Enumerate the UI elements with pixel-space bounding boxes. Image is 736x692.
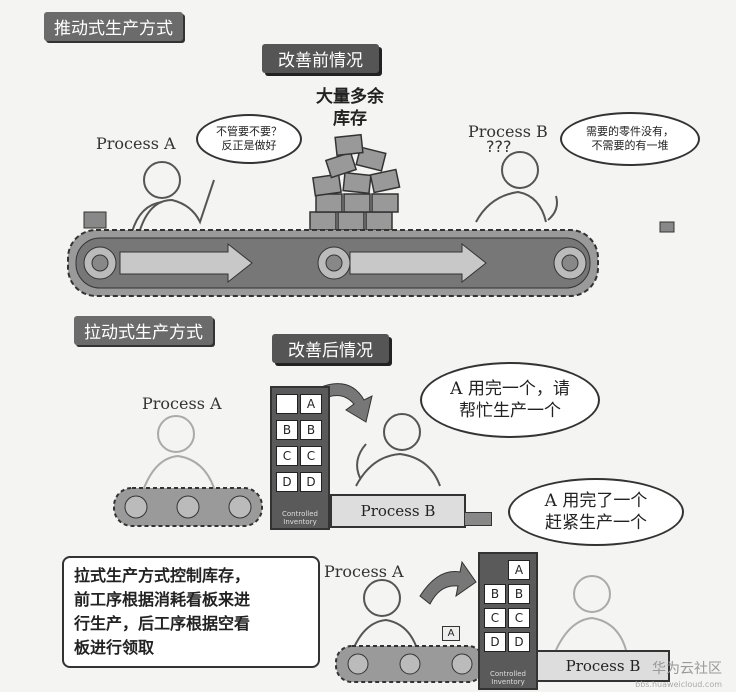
- speech-bubble-request-1: A 用完一个，请帮忙生产一个: [420, 362, 600, 438]
- kanban-caption: Controlled Inventory: [282, 510, 318, 526]
- process-b-label: Process B: [468, 122, 548, 141]
- excess-inventory-label: 大量多余 库存: [300, 86, 400, 130]
- pull-system-note: 拉式生产方式控制库存， 前工序根据消耗看板来进 行生产，后工序根据空看 板进行领…: [62, 556, 320, 668]
- part-a-card: A: [442, 626, 460, 641]
- bubble-line: A 用完了一个: [544, 491, 648, 511]
- speech-bubble-process-b: 需要的零件没有，不需要的有一堆: [560, 112, 700, 166]
- kanban-card: C: [300, 446, 322, 466]
- speech-bubble-request-2: A 用完了一个赶紧生产一个: [508, 478, 684, 546]
- kanban-card: B: [300, 420, 322, 440]
- bubble-line: 反正是做好: [221, 139, 277, 152]
- kanban-card: B: [276, 420, 298, 440]
- note-line: 板进行领取: [74, 638, 155, 657]
- note-line: 拉式生产方式控制库存，: [74, 566, 251, 585]
- push-method-tag: 推动式生产方式: [44, 12, 183, 41]
- pull-arrow-bottom: [419, 560, 477, 605]
- pull-conveyor-top: [113, 487, 263, 527]
- before-improvement-label: 改善前情况: [262, 44, 379, 73]
- confusion-marks: ???: [486, 137, 511, 156]
- note-line: 前工序根据消耗看板来进: [74, 590, 251, 609]
- note-line: 行生产，后工序根据空看: [74, 614, 251, 633]
- bubble-line: 不管要不要？: [216, 125, 282, 138]
- process-a-label-top: Process A: [142, 394, 222, 413]
- kanban-card: C: [508, 608, 530, 628]
- kanban-card-empty: [484, 560, 506, 580]
- process-a-label: Process A: [96, 134, 176, 153]
- bubble-line: 赶紧生产一个: [545, 513, 647, 533]
- kanban-card-empty: [276, 394, 298, 414]
- kanban-board-top: A B B C C D D Controlled Inventory: [270, 386, 330, 530]
- kanban-card: C: [484, 608, 506, 628]
- part-box: [464, 512, 492, 526]
- bubble-line: A 用完一个，请: [450, 379, 570, 399]
- kanban-card: C: [276, 446, 298, 466]
- after-improvement-label: 改善后情况: [272, 334, 389, 363]
- kanban-card: D: [300, 472, 322, 492]
- kanban-card: D: [508, 632, 530, 652]
- worker-b-figure: [475, 151, 558, 223]
- bubble-line: 需要的零件没有，: [586, 125, 674, 138]
- process-b-station-top: Process B: [330, 494, 466, 528]
- speech-bubble-process-a: 不管要不要？反正是做好: [196, 114, 302, 164]
- worker-b-bottom-figure: [555, 575, 627, 651]
- worker-a-bottom-figure: [351, 579, 419, 653]
- kanban-card: D: [484, 632, 506, 652]
- kanban-card: B: [508, 584, 530, 604]
- pile-label-line: 库存: [333, 109, 367, 129]
- kanban-card: A: [508, 560, 530, 580]
- process-a-label-bottom: Process A: [324, 562, 404, 581]
- kanban-card: B: [484, 584, 506, 604]
- inventory-pile: [309, 133, 401, 231]
- pull-method-tag: 拉动式生产方式: [74, 316, 213, 345]
- worker-b-top-figure: [355, 413, 441, 487]
- part-box: [83, 211, 107, 229]
- kanban-board-bottom: A B B C C D D Controlled Inventory: [478, 552, 538, 690]
- process-b-station-bottom: Process B: [536, 650, 670, 682]
- watermark-url: bbs.huaweicloud.com: [635, 680, 722, 689]
- kanban-caption: Controlled Inventory: [490, 670, 526, 686]
- pile-label-line: 大量多余: [316, 87, 384, 107]
- push-conveyor: [67, 229, 599, 297]
- watermark-brand: 华为云社区: [652, 661, 722, 677]
- worker-a-top-figure: [143, 415, 215, 489]
- kanban-card: D: [276, 472, 298, 492]
- pull-conveyor-bottom: [335, 645, 485, 683]
- bubble-line: 帮忙生产一个: [459, 401, 561, 421]
- bubble-line: 不需要的有一堆: [591, 139, 669, 152]
- kanban-card: A: [300, 394, 322, 414]
